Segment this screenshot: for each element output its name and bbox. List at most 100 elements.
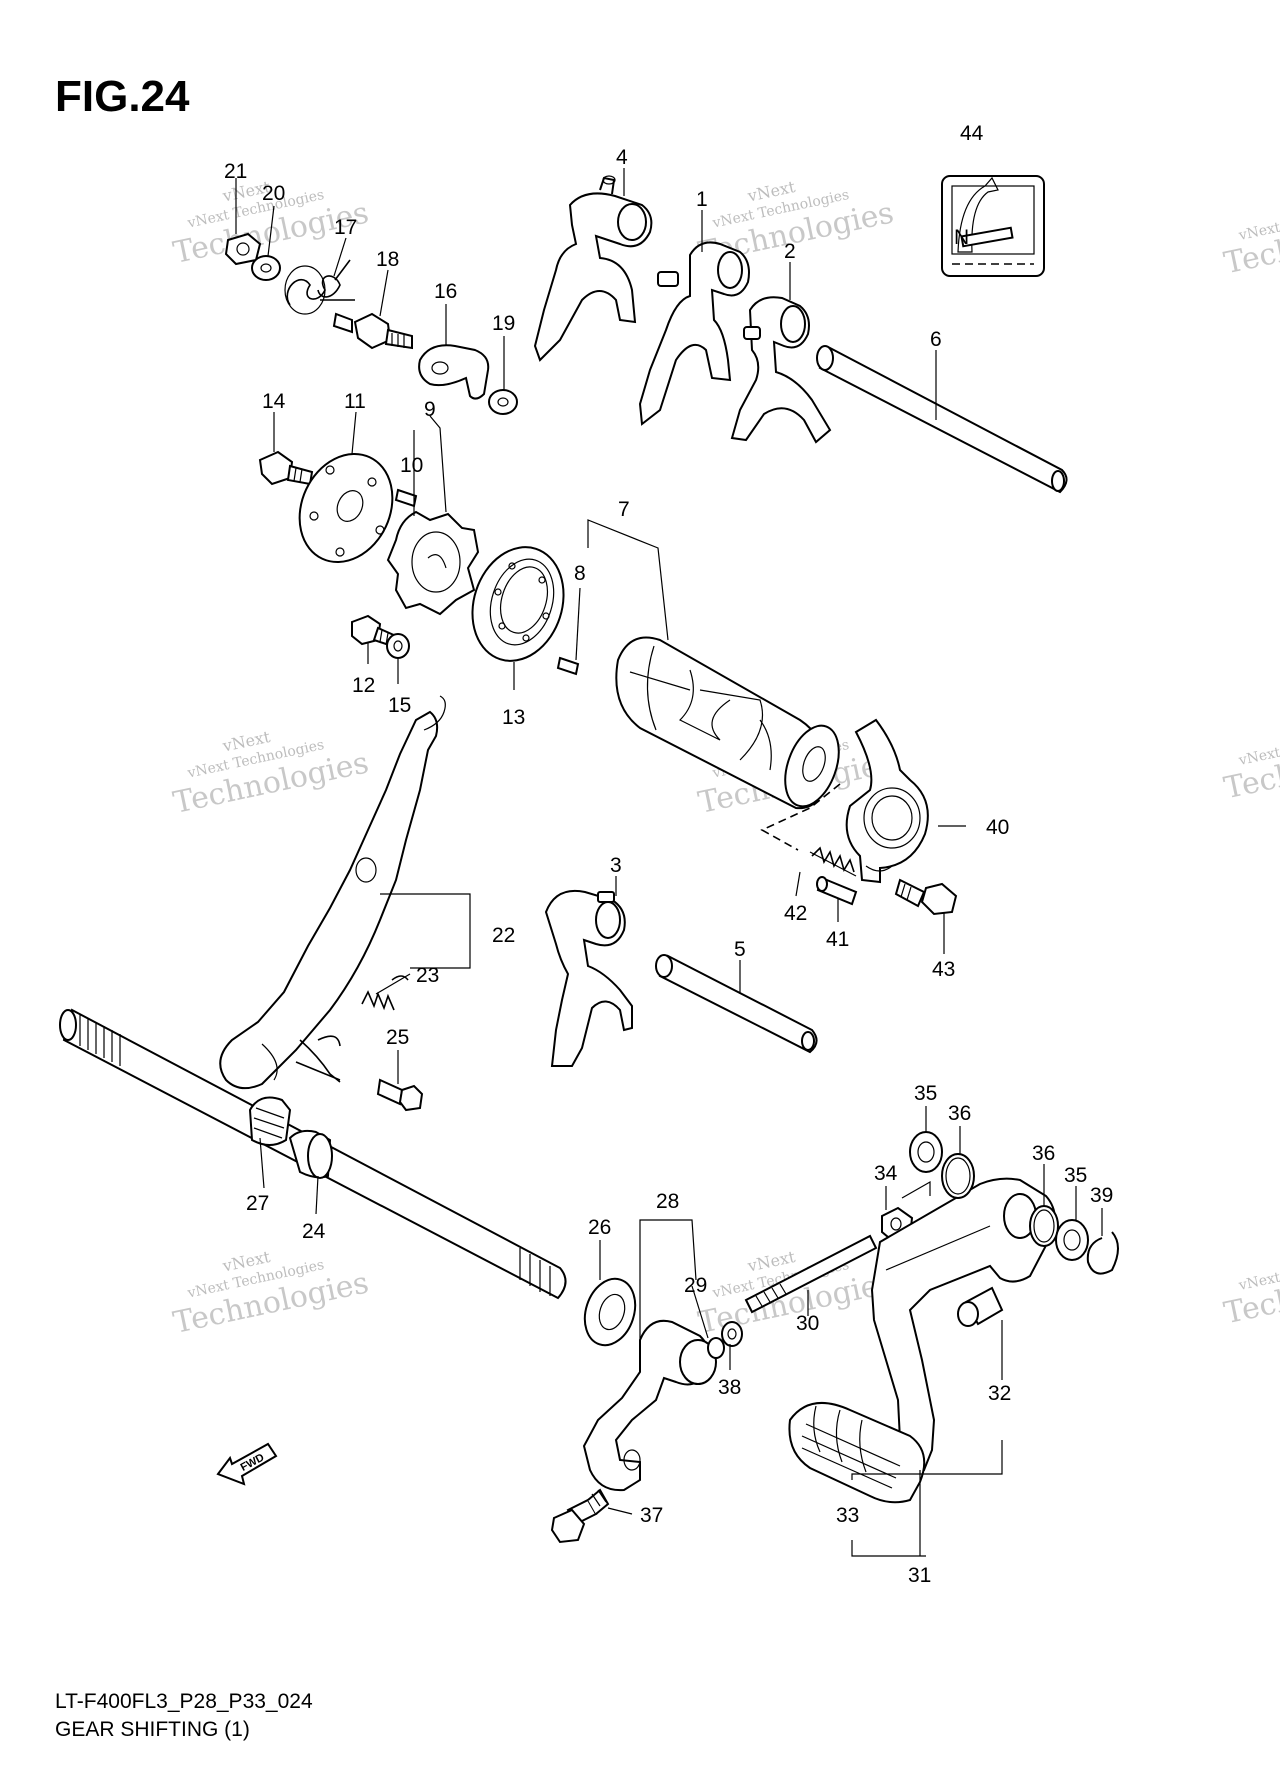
part-19-washer: [488, 389, 518, 415]
watermark-mid-left: vNext vNext Technologies Technologies: [170, 727, 371, 821]
part-41-pin: [816, 876, 858, 906]
callout-4: 4: [616, 146, 628, 169]
part-8-pin: [556, 656, 580, 676]
part-42-spring: [809, 846, 857, 877]
part-12-bolt: [351, 614, 398, 648]
fwd-arrow: FWD: [216, 1442, 278, 1486]
part-15-washer: [386, 633, 410, 659]
part-30-gearshift-link-rod: [744, 1234, 878, 1314]
watermark-low-left: vNext vNext Technologies Technologies: [170, 1247, 371, 1341]
part-22-gearshift-arm: [219, 695, 446, 1090]
figure-title: FIG.24: [55, 72, 190, 121]
callout-25: 25: [386, 1026, 409, 1049]
part-7-gearshift-cam: [615, 636, 840, 810]
callout-8: 8: [574, 562, 586, 585]
part-6-shift-fork-shaft: [816, 345, 1068, 494]
part-43-bolt: [894, 878, 958, 916]
callout-28: 28: [656, 1190, 679, 1213]
part-5-shift-fork-shaft: [655, 954, 818, 1054]
part-1-shift-fork: [638, 241, 750, 426]
part-11-shift-cam-plate: [298, 452, 394, 564]
watermark-text: Technologies: [1221, 206, 1280, 282]
part-13-bearing: [471, 546, 565, 662]
callout-17: 17: [334, 216, 357, 239]
callout-2: 2: [784, 240, 796, 263]
part-16-shift-cam-stopper: [418, 344, 490, 400]
callout-22: 22: [492, 924, 515, 947]
part-20-washer: [251, 255, 281, 281]
callout-13: 13: [502, 706, 525, 729]
callout-6: 6: [930, 328, 942, 351]
callout-35-lower: 35: [1064, 1164, 1087, 1187]
callout-31: 31: [908, 1564, 931, 1587]
callout-7: 7: [618, 498, 630, 521]
callout-37: 37: [640, 1504, 663, 1527]
figure-caption: GEAR SHIFTING (1): [55, 1718, 250, 1741]
callout-24: 24: [302, 1220, 326, 1243]
part-25-bolt: [376, 1078, 424, 1112]
part-3-shift-fork: [544, 890, 633, 1067]
part-23-spring: [361, 975, 409, 1011]
callout-38: 38: [718, 1376, 741, 1399]
part-9-shift-cam-driven-gear: [386, 510, 480, 616]
callout-labels: 4 1 2 6 44 21 20 17 18 16 19 14 11 9 10 …: [224, 122, 1113, 1587]
callout-11: 11: [344, 390, 366, 413]
part-18-bolt: [332, 312, 413, 350]
part-27-spring: [248, 1096, 292, 1146]
part-40-stopper-plate: [845, 718, 929, 884]
callout-3: 3: [610, 854, 622, 877]
part-24-gearshift-shaft: [59, 1008, 567, 1300]
part-10-pin: [394, 488, 418, 508]
part-4-shift-fork: [533, 175, 653, 362]
callout-34: 34: [874, 1162, 898, 1185]
callout-36-lower: 36: [1032, 1142, 1055, 1165]
watermark-edge-right-1: vNext Technologies Technologies: [1221, 199, 1280, 282]
callout-21: 21: [224, 160, 247, 183]
watermark-top-left: vNext vNext Technologies Technologies: [170, 177, 371, 271]
callout-29: 29: [684, 1274, 707, 1297]
callout-14: 14: [262, 390, 286, 413]
leader-lines: [235, 168, 1103, 1557]
callout-18: 18: [376, 248, 399, 271]
callout-27: 27: [246, 1192, 269, 1215]
callout-41: 41: [826, 928, 849, 951]
callout-1: 1: [696, 188, 708, 211]
callout-36-upper: 36: [948, 1102, 971, 1125]
neutral-mark: N: [954, 226, 969, 249]
part-26-oil-seal: [583, 1277, 637, 1347]
callout-30: 30: [796, 1312, 819, 1335]
callout-32: 32: [988, 1382, 1011, 1405]
part-2-shift-fork: [730, 296, 832, 444]
part-37-bolt: [550, 1488, 610, 1544]
part-28-gearshift-lever: [582, 1319, 717, 1492]
part-39-circlip: [1086, 1231, 1119, 1275]
watermark-text: Technologies: [1221, 1256, 1280, 1332]
callout-9: 9: [424, 398, 436, 421]
callout-23: 23: [416, 964, 439, 987]
part-36-o-ring-lower: [1029, 1205, 1059, 1247]
callout-15: 15: [388, 694, 411, 717]
part-35-washer-lower: [1055, 1219, 1089, 1261]
callout-42: 42: [784, 902, 807, 925]
watermark-text: Technologies: [1221, 731, 1280, 807]
part-38-washer: [721, 1321, 743, 1347]
callout-40: 40: [986, 816, 1009, 839]
assembly-guide-line: [901, 1180, 931, 1199]
callout-10: 10: [400, 454, 423, 477]
callout-12: 12: [352, 674, 375, 697]
part-29-washer: [707, 1337, 725, 1359]
callout-26: 26: [588, 1216, 611, 1239]
assembly-guide-line: [760, 783, 841, 851]
part-32-bushing: [957, 1286, 1004, 1327]
part-31-gearshift-pedal: [870, 1177, 1056, 1472]
callout-16: 16: [434, 280, 457, 303]
callout-19: 19: [492, 312, 515, 335]
callout-33: 33: [836, 1504, 859, 1527]
part-17-spring: [284, 259, 355, 315]
callout-5: 5: [734, 938, 746, 961]
callout-39: 39: [1090, 1184, 1113, 1207]
callout-20: 20: [262, 182, 285, 205]
watermark-edge-right-3: vNext Technologies Technologies: [1221, 1249, 1280, 1332]
part-35-washer-upper: [909, 1131, 943, 1173]
